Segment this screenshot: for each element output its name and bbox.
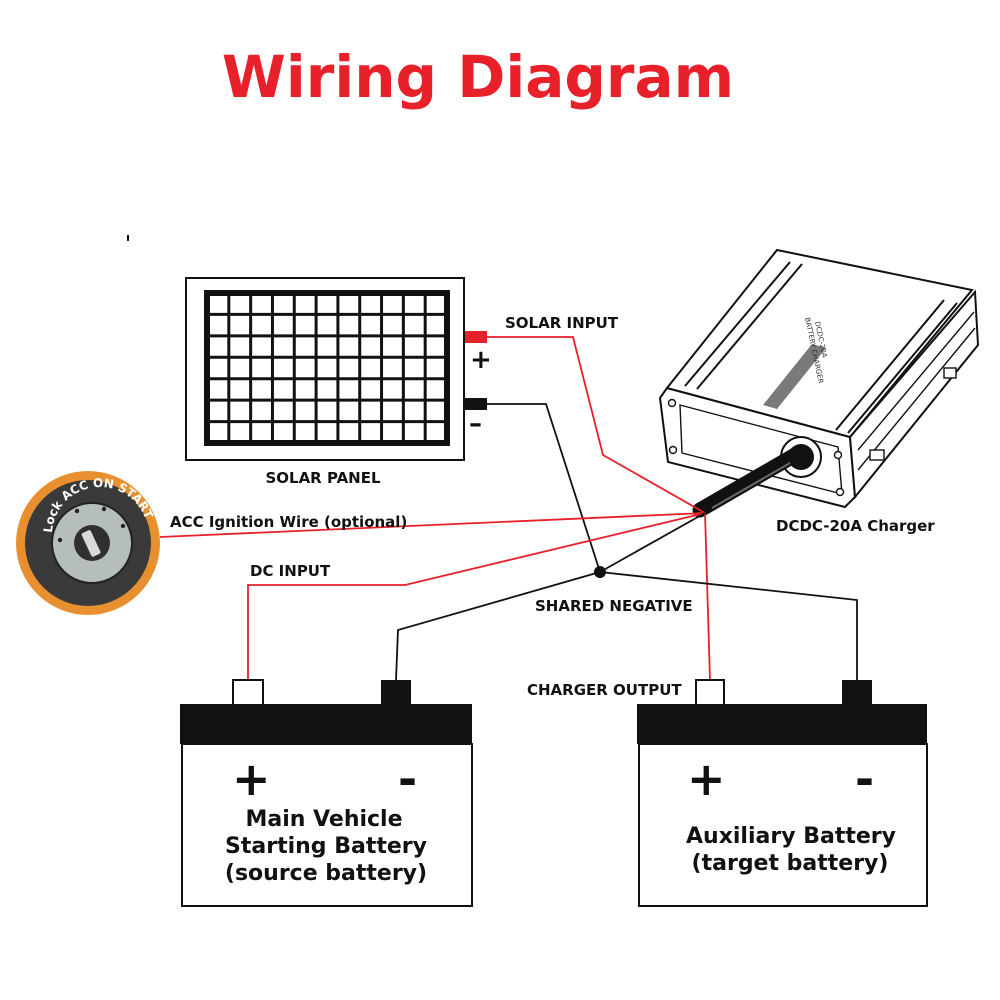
solar-cell-grid [207,293,447,443]
main-negative-wire [395,571,601,681]
solar-minus-sign: – [469,409,482,439]
diagram-title: Wiring Diagram [222,43,734,111]
acc-ignition-label: ACC Ignition Wire (optional) [170,513,407,531]
solar-negative-terminal [465,398,487,410]
solar-input-wire [487,336,706,514]
charger-output-wire [704,512,711,681]
charger-screw [667,398,677,408]
solar-plus-sign: + [470,345,492,375]
charger-negative-wire [599,512,706,573]
aux-battery-label-line2: (target battery) [692,851,889,876]
charger-label: DCDC-20A Charger [776,517,935,535]
charger-screw [668,445,678,455]
acc-ignition-wire [159,512,706,538]
dc-input-label: DC INPUT [250,562,331,580]
aux-battery [637,679,928,907]
aux-battery-lid [637,704,927,744]
dcdc-charger [658,248,980,509]
charger-label-bar [763,344,826,409]
charger-right-face [848,289,980,500]
aux-battery-negative-post [842,680,872,705]
solar-panel-cells [204,290,450,446]
main-battery-plus: + [232,752,271,806]
shared-negative-junction [594,566,606,578]
main-battery-negative-post [381,680,411,705]
solar-negative-wire [487,403,601,573]
main-battery-label-line1: Main Vehicle [245,807,402,832]
charger-side-ridge [857,311,975,451]
charger-top-face [665,248,974,439]
switch-position-dot [101,506,107,512]
main-battery-minus: - [398,752,417,806]
charger-screw [835,487,845,497]
solar-input-label: SOLAR INPUT [505,314,619,332]
switch-position-dot [57,537,63,543]
charger-cable-bundle [692,447,803,518]
solar-positive-terminal [465,331,487,343]
main-battery-label-line3: (source battery) [225,861,427,886]
switch-position-dot [120,523,126,529]
charger-output-label: CHARGER OUTPUT [527,681,682,699]
aux-battery-body [638,743,928,907]
cable-highlight [711,462,791,509]
charger-top-rail [835,299,945,431]
aux-battery-label-line1: Auxiliary Battery [686,824,896,849]
main-battery-positive-post [232,679,264,706]
charger-top-rail [696,263,803,390]
solar-panel-label: SOLAR PANEL [265,469,381,487]
charger-foot [943,367,957,379]
shared-negative-label: SHARED NEGATIVE [535,597,693,615]
charger-foot [869,449,885,461]
main-battery [180,679,473,907]
ignition-switch: Lock ACC ON START [16,471,160,615]
aux-battery-minus: - [855,752,874,806]
charger-top-rail [684,261,791,387]
aux-battery-plus: + [687,752,726,806]
aux-negative-wire [599,571,858,680]
charger-screw [833,450,843,460]
switch-position-dot [74,508,80,514]
main-battery-lid [180,704,472,744]
solar-panel [185,277,465,461]
switch-key-blade [81,530,101,557]
dc-input-wire [247,512,706,680]
main-battery-body [181,743,473,907]
stray-mark [127,235,129,241]
charger-top-rail [847,302,958,434]
main-battery-label-line2: Starting Battery [225,834,427,859]
charger-side-ridge [857,327,976,471]
aux-battery-positive-post [695,679,725,706]
